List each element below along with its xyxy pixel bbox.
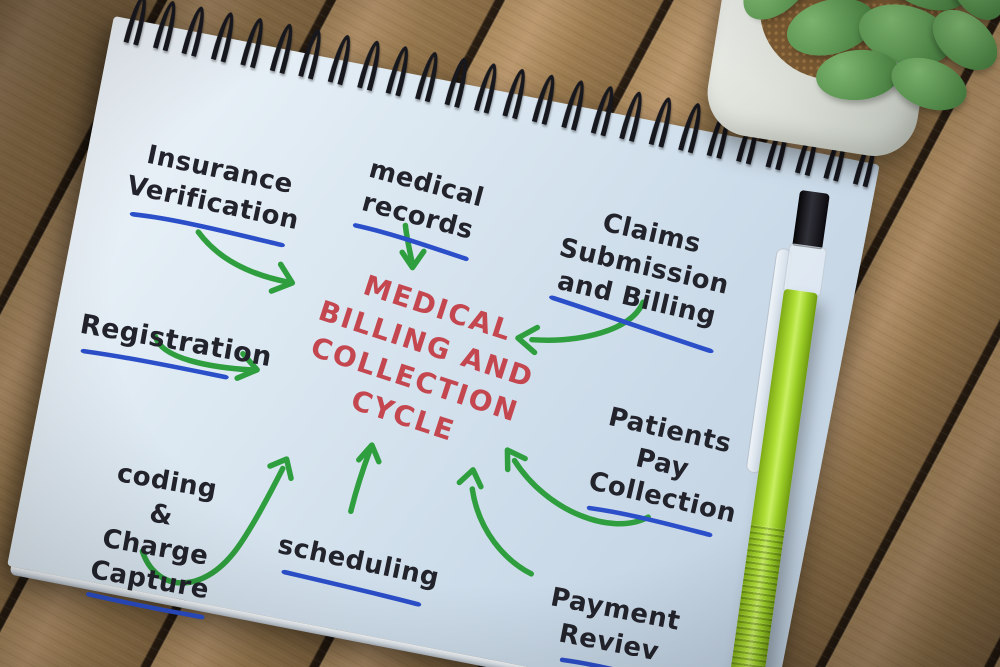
underline: [548, 295, 714, 354]
node-payment-review: Payment Reviev: [530, 549, 691, 667]
underline: [80, 348, 229, 380]
pen-grip: [726, 521, 786, 667]
node-label: Insurance Verification: [124, 140, 302, 236]
node-registration: Registration: [69, 273, 274, 417]
node-label: coding & Charge Capture: [87, 458, 220, 606]
arrow-registration-head: [234, 351, 260, 381]
notebook: MEDICAL BILLING AND COLLECTION CYCLE Ins…: [7, 0, 881, 667]
arrow-scheduling-to-center: [348, 448, 373, 515]
node-insurance-verification: Insurance Verification: [113, 104, 318, 285]
underline: [281, 569, 421, 606]
arrow-coding-head: [267, 456, 294, 482]
arrow-registration-to-center: [152, 334, 256, 373]
underline: [352, 222, 469, 261]
arrow-claims-head: [515, 324, 541, 356]
pen-button: [792, 189, 830, 250]
node-scheduling: scheduling: [265, 497, 445, 642]
arrow-medical-head: [399, 248, 427, 271]
arrow-scheduling-head: [356, 442, 382, 465]
underline: [559, 657, 649, 667]
node-patients-pay-collection: Patients Pay Collection: [575, 368, 747, 574]
arrow-coding-to-center: [139, 465, 286, 586]
potted-plant: [700, 0, 1000, 202]
underline: [85, 592, 205, 620]
underline: [586, 505, 712, 538]
arrow-payment-to-center: [469, 486, 534, 577]
arrow-claims-to-center: [529, 299, 646, 343]
arrow-insurance-head: [268, 261, 296, 294]
arrow-layer: [139, 222, 651, 586]
arrow-patients-head: [504, 447, 528, 473]
node-medical-records: medical records: [338, 120, 502, 296]
node-label: Payment Reviev: [548, 582, 683, 667]
node-claims-submission-billing: Claims Submission and Billing: [535, 166, 751, 382]
underline: [129, 211, 285, 247]
arrow-insurance-to-center: [195, 229, 292, 285]
arrow-patients-to-center: [511, 457, 651, 527]
node-coding-charge-capture: coding & Charge Capture: [75, 422, 238, 655]
arrow-medical-to-center: [402, 222, 416, 267]
arrow-payment-head: [456, 467, 484, 490]
